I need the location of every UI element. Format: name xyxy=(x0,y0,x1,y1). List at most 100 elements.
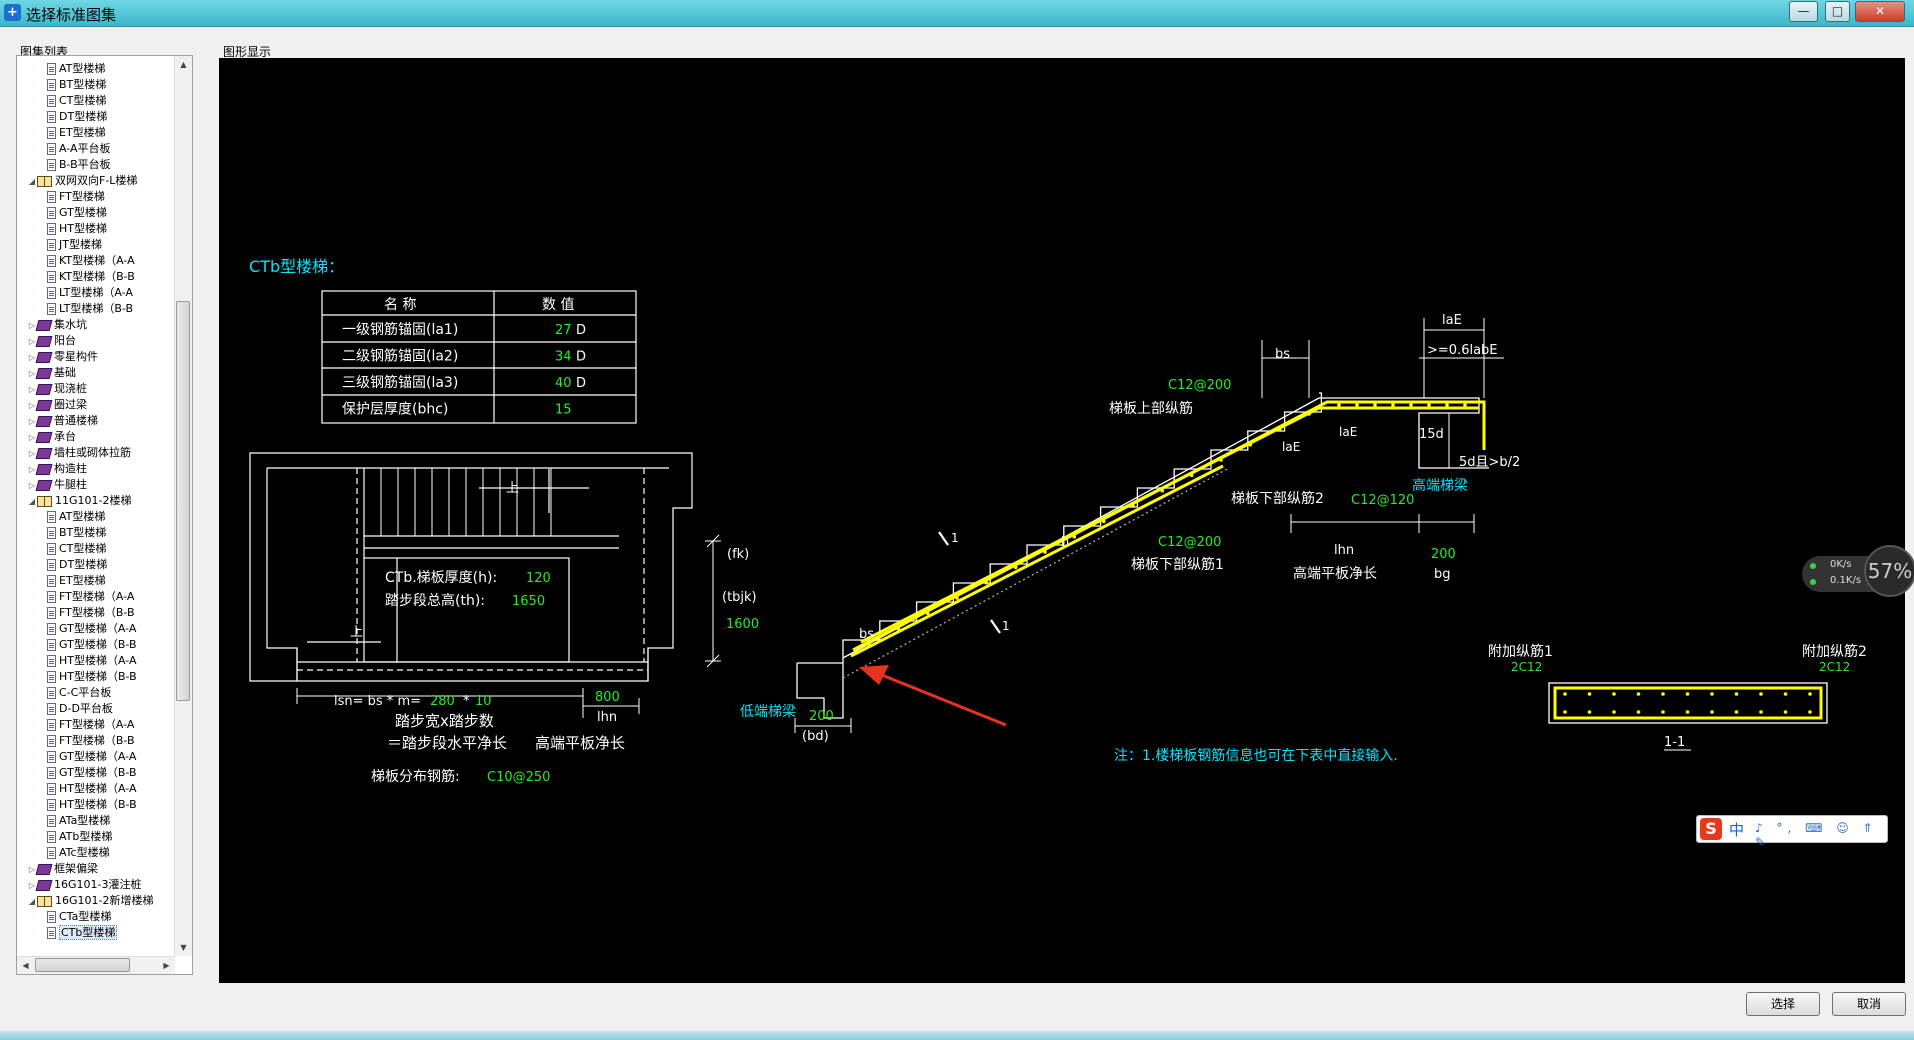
tree-item[interactable]: BT型楼梯 xyxy=(47,77,106,93)
tree-horizontal-scrollbar[interactable]: ◀ ▶ xyxy=(17,956,175,974)
tree-item[interactable]: DT型楼梯 xyxy=(47,557,107,573)
ime-toolbar[interactable]: S 中 ♪ °, ⌨ ☺ ⇑ ✎ xyxy=(1696,815,1888,849)
tree-item[interactable]: GT型楼梯（A-A xyxy=(47,749,136,765)
tree-item[interactable]: D-D平台板 xyxy=(47,701,113,717)
ime-tools-icons[interactable]: ♪ °, ⌨ ☺ ⇑ ✎ xyxy=(1755,821,1878,849)
sogou-logo-icon[interactable]: S xyxy=(1700,818,1722,840)
tree-item[interactable]: GT型楼梯 xyxy=(47,205,107,221)
cancel-button[interactable]: 取消 xyxy=(1832,992,1906,1016)
tree-item[interactable]: FT型楼梯 xyxy=(47,189,105,205)
collapse-arrow-icon[interactable]: ◢ xyxy=(28,497,36,506)
tree-item[interactable]: ◢11G101-2楼梯 xyxy=(27,493,132,509)
table-row-value[interactable]: 40 xyxy=(555,376,572,391)
hscroll-thumb[interactable] xyxy=(35,958,130,972)
network-speed-widget[interactable]: 0K/s 0.1K/s 57% xyxy=(1802,543,1914,597)
tree-item[interactable]: ▷现浇桩 xyxy=(27,381,87,397)
tree-item[interactable]: B-B平台板 xyxy=(47,157,111,173)
tree-item[interactable]: CT型楼梯 xyxy=(47,541,106,557)
tree-item[interactable]: ET型楼梯 xyxy=(47,125,106,141)
tree-item[interactable]: HT型楼梯（B-B xyxy=(47,797,137,813)
scroll-up-arrow-icon[interactable]: ▲ xyxy=(180,60,187,69)
tree-item[interactable]: FT型楼梯（B-B xyxy=(47,605,135,621)
tree-item[interactable]: C-C平台板 xyxy=(47,685,111,701)
tree-item[interactable]: AT型楼梯 xyxy=(47,61,105,77)
rebar-dot xyxy=(1355,403,1359,407)
expand-arrow-icon[interactable]: ▷ xyxy=(28,417,36,426)
expand-arrow-icon[interactable]: ▷ xyxy=(28,385,36,394)
detail-rebar-dot xyxy=(1808,710,1812,714)
tree-item[interactable]: HT型楼梯（B-B xyxy=(47,669,137,685)
tree-item[interactable]: LT型楼梯（B-B xyxy=(47,301,133,317)
table-row-value[interactable]: 15 xyxy=(555,403,572,418)
tree-item[interactable]: ▷墙柱或砌体拉筋 xyxy=(27,445,131,461)
tree-item[interactable]: ▷基础 xyxy=(27,365,76,381)
scroll-thumb[interactable] xyxy=(176,301,190,701)
expand-arrow-icon[interactable]: ▷ xyxy=(28,353,36,362)
tree-item[interactable]: KT型楼梯（A-A xyxy=(47,253,135,269)
tree-item[interactable]: ▷圈过梁 xyxy=(27,397,87,413)
tree-item[interactable]: CT型楼梯 xyxy=(47,93,106,109)
tree-item[interactable]: GT型楼梯（B-B xyxy=(47,637,137,653)
tree-item[interactable]: ▷零星构件 xyxy=(27,349,98,365)
tree-item[interactable]: ◢双网双向F-L楼梯 xyxy=(27,173,138,189)
tree-item[interactable]: ATb型楼梯 xyxy=(47,829,112,845)
tree-item[interactable]: FT型楼梯（A-A xyxy=(47,589,134,605)
tree-item[interactable]: ▷框架偏梁 xyxy=(27,861,98,877)
tree-item[interactable]: ATa型楼梯 xyxy=(47,813,110,829)
collapse-arrow-icon[interactable]: ◢ xyxy=(28,897,36,906)
expand-arrow-icon[interactable]: ▷ xyxy=(28,337,36,346)
tree-item[interactable]: ET型楼梯 xyxy=(47,573,106,589)
minimize-button[interactable]: — xyxy=(1789,1,1818,22)
tree-item[interactable]: HT型楼梯（A-A xyxy=(47,781,137,797)
tree-item[interactable]: ▷普通楼梯 xyxy=(27,413,98,429)
tree-item[interactable]: ATc型楼梯 xyxy=(47,845,110,861)
ime-language-toggle[interactable]: 中 xyxy=(1729,821,1745,839)
select-button[interactable]: 选择 xyxy=(1746,992,1820,1016)
tree-item[interactable]: GT型楼梯（B-B xyxy=(47,765,137,781)
tree-item[interactable]: ▷集水坑 xyxy=(27,317,87,333)
tree-item[interactable]: DT型楼梯 xyxy=(47,109,107,125)
expand-arrow-icon[interactable]: ▷ xyxy=(28,481,36,490)
expand-arrow-icon[interactable]: ▷ xyxy=(28,865,36,874)
close-button[interactable]: ✕ xyxy=(1855,1,1905,22)
tree-item[interactable]: BT型楼梯 xyxy=(47,525,106,541)
tree-vertical-scrollbar[interactable]: ▲ ▼ xyxy=(174,56,192,956)
scroll-down-arrow-icon[interactable]: ▼ xyxy=(180,943,187,952)
memory-usage-ring[interactable]: 57% xyxy=(1864,545,1914,597)
tree-item[interactable]: ▷牛腿柱 xyxy=(27,477,87,493)
tree-item[interactable]: HT型楼梯（A-A xyxy=(47,653,137,669)
expand-arrow-icon[interactable]: ▷ xyxy=(28,465,36,474)
tree-item[interactable]: ◢16G101-2新增楼梯 xyxy=(27,893,154,909)
bd-label: (bd) xyxy=(802,729,829,744)
tree-item[interactable]: GT型楼梯（A-A xyxy=(47,621,136,637)
tree-item[interactable]: FT型楼梯（B-B xyxy=(47,733,135,749)
table-row-name: 一级钢筋锚固(la1) xyxy=(342,321,458,338)
table-row-value[interactable]: 34 xyxy=(555,350,572,365)
tree-item[interactable]: ▷16G101-3灌注桩 xyxy=(27,877,142,893)
tree-item[interactable]: AT型楼梯 xyxy=(47,509,105,525)
tree-item[interactable]: KT型楼梯（B-B xyxy=(47,269,135,285)
expand-arrow-icon[interactable]: ▷ xyxy=(28,449,36,458)
scroll-right-arrow-icon[interactable]: ▶ xyxy=(163,961,170,970)
table-row-value[interactable]: 27 xyxy=(555,323,572,338)
tree-item[interactable]: ▷阳台 xyxy=(27,333,76,349)
tree-item[interactable]: JT型楼梯 xyxy=(47,237,102,253)
expand-arrow-icon[interactable]: ▷ xyxy=(28,369,36,378)
expand-arrow-icon[interactable]: ▷ xyxy=(28,881,36,890)
tree-item[interactable]: A-A平台板 xyxy=(47,141,111,157)
tree-item[interactable]: CTa型楼梯 xyxy=(47,909,111,925)
tree-item[interactable]: HT型楼梯 xyxy=(47,221,107,237)
scroll-left-arrow-icon[interactable]: ◀ xyxy=(22,961,29,970)
expand-arrow-icon[interactable]: ▷ xyxy=(28,433,36,442)
collapse-arrow-icon[interactable]: ◢ xyxy=(28,177,36,186)
expand-arrow-icon[interactable]: ▷ xyxy=(28,321,36,330)
tree-item[interactable]: LT型楼梯（A-A xyxy=(47,285,133,301)
tree-item[interactable]: CTb型楼梯 xyxy=(47,925,118,941)
tree-item[interactable]: FT型楼梯（A-A xyxy=(47,717,134,733)
maximize-button[interactable]: □ xyxy=(1825,1,1850,22)
tree-item[interactable]: ▷构造柱 xyxy=(27,461,87,477)
expand-arrow-icon[interactable]: ▷ xyxy=(28,401,36,410)
tree-item[interactable]: ▷承台 xyxy=(27,429,76,445)
